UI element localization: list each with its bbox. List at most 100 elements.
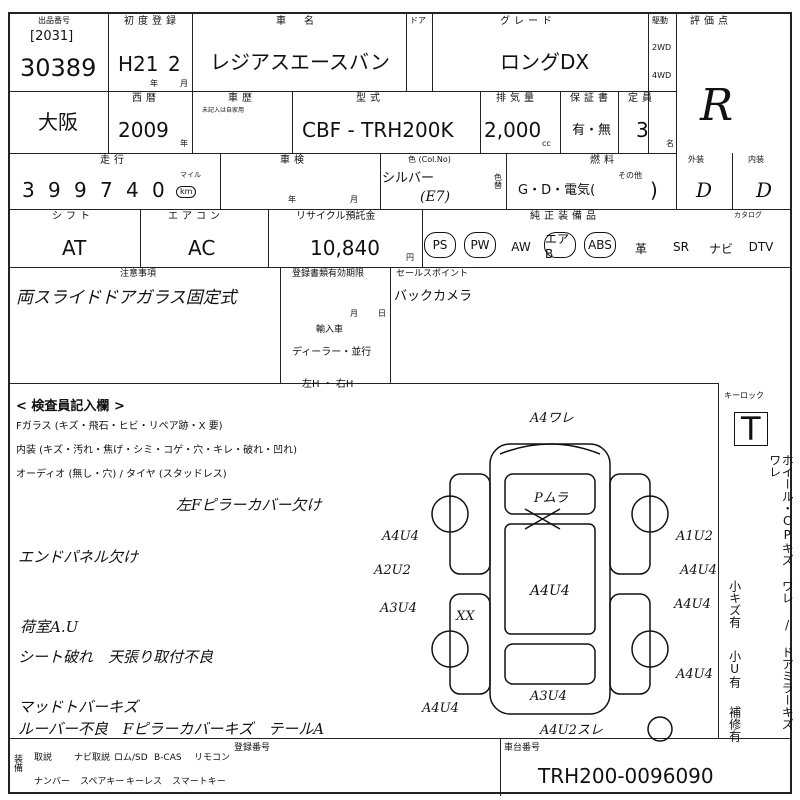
displacement-label: 排気量 — [496, 93, 538, 104]
equipment-item: ナビ — [708, 242, 733, 256]
mileage-digit: 9 — [74, 178, 87, 202]
equipment-item: PS — [424, 232, 456, 258]
option-item: スペアキー — [80, 777, 125, 787]
right-vertical-notes: ホイール・CPキズ ワレ / ドアミラーキズ ワレ — [767, 454, 795, 730]
year-unit: 年 — [150, 79, 158, 88]
mileage-unit-km: km — [176, 186, 197, 198]
region: 大阪 — [38, 110, 78, 134]
inspector-note-cargo: 荷室A.U — [20, 618, 79, 636]
model-year-unit: 年 — [180, 139, 188, 148]
reg-day: 日 — [378, 309, 386, 318]
grade-value: ロングDX — [500, 50, 590, 74]
mileage-label: 走行 — [100, 155, 128, 166]
repair-note: 補修有 — [727, 706, 742, 742]
option-item: ロム/SD — [114, 753, 148, 763]
inspector-note-mudguard: マッドトバーキズ — [18, 698, 139, 716]
damage-mark-front-right-3: A4U4 — [674, 597, 711, 612]
handle-side: 左H ・ 右H — [302, 379, 354, 390]
equipment-item: PW — [464, 232, 496, 258]
catalog-label: カタログ — [734, 211, 762, 219]
damage-mark-front-right-2: A4U4 — [680, 563, 717, 578]
small-scratch-note: 小キズ有 — [727, 580, 742, 628]
ac-value: AC — [188, 236, 216, 260]
drive-label: 駆動 — [652, 16, 668, 25]
equipment-item: エアB — [544, 232, 576, 261]
mileage-digit: 9 — [48, 178, 61, 202]
option-item: ナビ取説 — [74, 753, 111, 763]
damage-mark-bottom: A4U2スレ — [540, 723, 603, 738]
interior-grade: D — [756, 178, 773, 202]
option-item: ナンバー — [34, 777, 71, 787]
first-reg-month: 2 — [168, 52, 181, 76]
caution-text: 両スライドドアガラス固定式 — [16, 288, 237, 308]
option-item: 取説 — [34, 753, 53, 763]
option-item: B-CAS — [154, 753, 182, 763]
model-label: 車 名 — [276, 16, 318, 27]
door-label: ドア — [410, 16, 426, 25]
inspection-year: 年 — [288, 195, 296, 204]
capacity-unit: 名 — [666, 139, 674, 148]
warranty-label: 保証書 — [570, 93, 612, 104]
damage-mark-rear-left: A4U4 — [422, 701, 459, 716]
capacity-label: 定員 — [628, 93, 656, 104]
fuel-other: その他 — [618, 171, 642, 180]
auction-sheet: 出品番号 [2031] 30389 初度登録 H21 2 年 月 車 名 レジア… — [8, 12, 795, 796]
score-label: 評価点 — [690, 16, 732, 27]
model-year: 2009 — [118, 118, 169, 142]
ac-label: エアコン — [168, 211, 224, 222]
import-label: 輸入車 — [316, 325, 344, 335]
inspector-line-interior: 内装 (キズ・汚れ・焦げ・シミ・コゲ・穴・キレ・破れ・凹れ) — [16, 445, 297, 456]
month-unit: 月 — [180, 79, 188, 88]
venue-label: 出品番号 — [38, 16, 70, 25]
year-label: 西暦 — [132, 93, 160, 104]
type-label: 型式 — [356, 93, 384, 104]
damage-mark-rear-right: A4U4 — [676, 667, 713, 682]
damage-mark-xx: XX — [456, 609, 475, 624]
capacity-value: 3 — [636, 118, 649, 142]
reg-month: 月 — [350, 309, 358, 318]
inspector-note-seat: シート破れ 天張り取付不良 — [18, 648, 214, 666]
color-label: 色 (Col.No) — [408, 155, 451, 164]
shift-value: AT — [62, 236, 87, 260]
type-value: CBF - TRH200K — [302, 118, 454, 142]
first-reg-label: 初度登録 — [124, 16, 180, 27]
inspector-note-endpanel: エンドパネル欠け — [18, 548, 139, 566]
inspector-note-louver: ルーバー不良 Fピラーカバーキズ テールA — [18, 720, 325, 738]
option-item: リモコン — [194, 753, 231, 763]
body-note: 未記入は自家用 — [202, 107, 245, 114]
body-label: 車歴 — [228, 93, 256, 104]
shift-label: シフト — [52, 211, 94, 222]
grade-label: グレード — [500, 16, 556, 27]
damage-mark-front-left-1: A4U4 — [382, 529, 419, 544]
fuel-close: ) — [650, 178, 658, 202]
keylock-value: T — [734, 412, 768, 446]
registration-label: 登録番号 — [234, 743, 271, 753]
fuel-label: 燃料 — [590, 155, 618, 166]
warranty-value: 有・無 — [572, 123, 612, 138]
damage-mark-front-left-2: A2U2 — [374, 563, 411, 578]
mileage-digit: 3 — [22, 178, 35, 202]
inspector-title: < 検査員記入欄 > — [16, 399, 125, 414]
first-reg-era: H21 — [118, 52, 159, 76]
inspector-line-audio-tire: オーディオ (無し・穴) / タイヤ (スタッドレス) — [16, 469, 227, 480]
exterior-grade: D — [696, 178, 713, 202]
lot-number: 30389 — [20, 54, 97, 82]
damage-mark-roof: Pムラ — [534, 491, 569, 506]
inspector-line-glass: Fガラス (キズ・飛石・ヒビ・リペア跡・X 要) — [16, 421, 223, 432]
keylock-label: キーロック — [724, 391, 764, 400]
drive-2wd: 2WD — [652, 43, 672, 52]
fuel-value: G・D・電気( — [518, 183, 596, 198]
reg-expiry-label: 登録書類有効期限 — [292, 269, 365, 279]
mileage-unit-mile: マイル — [180, 171, 201, 179]
inspection-month: 月 — [350, 195, 358, 204]
recycle-label: リサイクル預託金 — [296, 211, 376, 222]
equipment-item: 革 — [634, 242, 647, 256]
equipment-item: ABS — [584, 232, 616, 258]
equipment-label: 純正装備品 — [530, 211, 600, 222]
color-code: (E7) — [420, 189, 451, 205]
interior-label: 内装 — [748, 155, 764, 164]
equipment-item: AW — [511, 240, 531, 254]
yen-unit: 円 — [406, 253, 414, 262]
equipment-item: SR — [673, 240, 689, 254]
option-item: キーレス — [126, 777, 163, 787]
